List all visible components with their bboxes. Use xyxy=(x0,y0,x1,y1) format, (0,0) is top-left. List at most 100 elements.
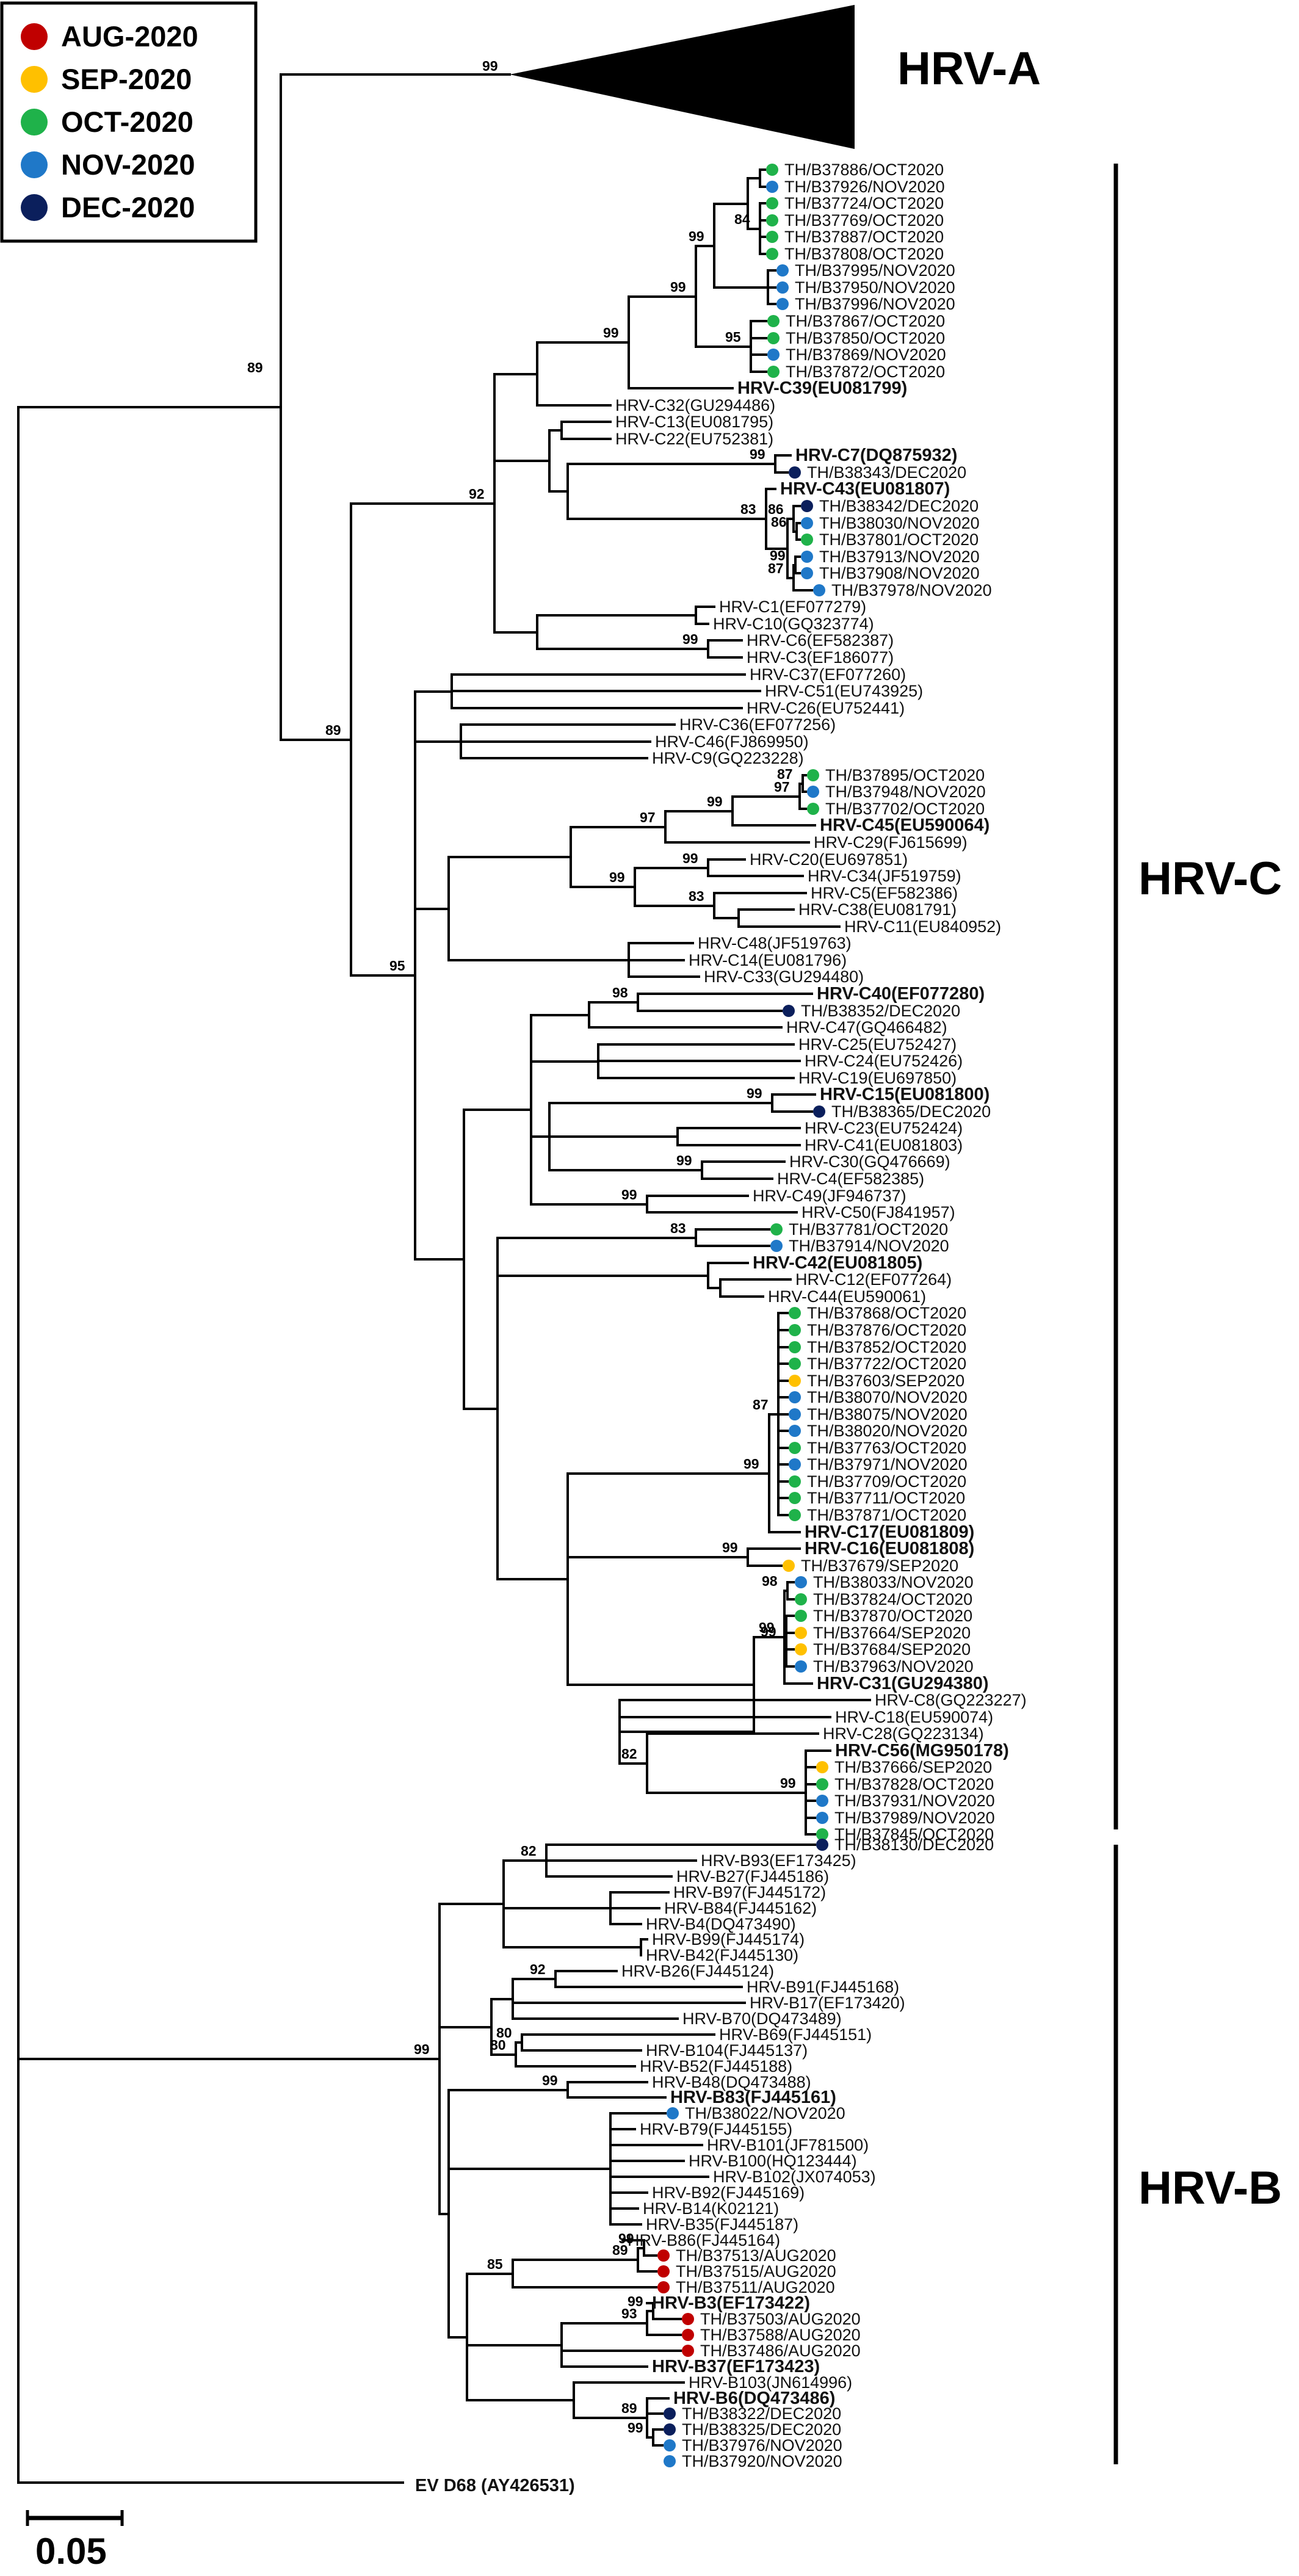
reference-tip-label: HRV-B104(FJ445137) xyxy=(646,2041,808,2060)
reference-tip-label: HRV-C32(GU294486) xyxy=(615,396,775,414)
reference-tip-label: HRV-B6(DQ473486) xyxy=(673,2389,835,2408)
reference-tip-label: HRV-C56(MG950178) xyxy=(835,1741,1009,1760)
sample-month-marker xyxy=(789,1375,801,1387)
bootstrap-value: 97 xyxy=(640,809,656,825)
reference-tip-label: HRV-B69(FJ445151) xyxy=(719,2025,872,2044)
bootstrap-value: 98 xyxy=(762,1573,778,1589)
tip-labels: TH/B37886/OCT2020TH/B37926/NOV2020TH/B37… xyxy=(615,161,1027,2470)
sample-tip-label: TH/B38075/NOV2020 xyxy=(807,1405,968,1424)
sample-month-marker xyxy=(816,1828,828,1840)
legend-marker-dec-2020 xyxy=(21,194,48,221)
sample-month-marker xyxy=(766,197,778,209)
reference-tip-label: HRV-C48(JF519763) xyxy=(698,934,852,952)
reference-tip-label: HRV-C49(JF946737) xyxy=(753,1187,906,1205)
sample-month-marker xyxy=(766,248,778,260)
sample-month-marker xyxy=(789,466,801,479)
sample-month-marker xyxy=(667,2107,679,2119)
sample-tip-label: TH/B38070/NOV2020 xyxy=(807,1388,968,1406)
bootstrap-value: 86 xyxy=(768,501,784,517)
sample-tip-label: TH/B37872/OCT2020 xyxy=(786,363,945,381)
sample-month-marker xyxy=(789,1358,801,1370)
sample-month-marker xyxy=(767,366,780,378)
reference-tip-label: HRV-B42(FJ445130) xyxy=(646,1946,798,1964)
reference-tip-label: HRV-C24(EU752426) xyxy=(805,1052,963,1070)
sample-tip-label: TH/B37852/OCT2020 xyxy=(807,1338,966,1356)
reference-tip-label: HRV-B3(EF173422) xyxy=(652,2293,810,2313)
sample-month-marker xyxy=(767,332,780,344)
reference-tip-label: HRV-C10(GQ323774) xyxy=(713,615,874,633)
reference-tip-label: HRV-C20(EU697851) xyxy=(750,850,908,869)
reference-tip-label: HRV-C11(EU840952) xyxy=(844,917,1001,936)
sample-tip-label: TH/B37603/SEP2020 xyxy=(807,1372,964,1390)
sample-tip-label: TH/B37871/OCT2020 xyxy=(807,1506,966,1524)
legend-label-dec-2020: DEC-2020 xyxy=(61,191,195,223)
bootstrap-value: 87 xyxy=(753,1397,769,1413)
bootstrap-value: 97 xyxy=(774,779,790,795)
sample-tip-label: TH/B37867/OCT2020 xyxy=(786,312,945,330)
legend-label-oct-2020: OCT-2020 xyxy=(61,106,194,138)
sample-month-marker xyxy=(783,1560,795,1572)
reference-tip-label: HRV-C26(EU752441) xyxy=(747,699,905,717)
sample-tip-label: TH/B37722/OCT2020 xyxy=(807,1355,966,1373)
reference-tip-label: HRV-C17(EU081809) xyxy=(805,1522,974,1542)
sample-tip-label: TH/B37869/NOV2020 xyxy=(786,346,946,364)
sample-tip-label: TH/B38020/NOV2020 xyxy=(807,1422,968,1440)
sample-month-marker xyxy=(807,769,819,781)
sample-month-marker xyxy=(789,1341,801,1353)
bootstrap-value: 99 xyxy=(621,1187,637,1203)
bootstrap-value: 99 xyxy=(780,1775,796,1791)
bootstrap-value: 99 xyxy=(682,850,698,866)
bootstrap-value: 99 xyxy=(603,325,619,341)
sample-tip-label: TH/B37824/OCT2020 xyxy=(813,1590,972,1608)
sample-month-marker xyxy=(813,584,825,596)
sample-tip-label: TH/B37486/AUG2020 xyxy=(700,2342,861,2360)
reference-tip-label: HRV-C16(EU081808) xyxy=(805,1539,974,1558)
sample-tip-label: TH/B37664/SEP2020 xyxy=(813,1624,971,1642)
reference-tip-label: HRV-C8(GQ223227) xyxy=(875,1691,1027,1709)
clade-label-hrv-c: HRV-C xyxy=(1138,853,1282,905)
reference-tip-label: HRV-C5(EF582386) xyxy=(811,884,958,902)
reference-tip-label: HRV-C12(EF077264) xyxy=(795,1270,952,1289)
bootstrap-value: 92 xyxy=(530,1961,546,1977)
bootstrap-value: 99 xyxy=(750,446,765,462)
sample-tip-label: TH/B37995/NOV2020 xyxy=(795,261,955,280)
sample-tip-label: TH/B37709/OCT2020 xyxy=(807,1472,966,1491)
bootstrap-value: 99 xyxy=(628,2420,643,2436)
reference-tip-label: HRV-C43(EU081807) xyxy=(780,479,950,499)
sample-tip-label: TH/B37513/AUG2020 xyxy=(676,2246,836,2265)
reference-tip-label: HRV-B83(FJ445161) xyxy=(670,2088,836,2107)
sample-tip-label: TH/B37702/OCT2020 xyxy=(825,800,985,818)
sample-month-marker xyxy=(807,803,819,815)
bootstrap-value: 99 xyxy=(609,869,625,885)
bootstrap-value: 99 xyxy=(676,1152,692,1168)
reference-tip-label: HRV-C31(GU294380) xyxy=(817,1674,989,1693)
sample-tip-label: TH/B37895/OCT2020 xyxy=(825,766,985,784)
sample-month-marker xyxy=(789,1492,801,1504)
sample-tip-label: TH/B37666/SEP2020 xyxy=(834,1758,992,1776)
sample-month-marker xyxy=(783,1005,795,1017)
legend-label-aug-2020: AUG-2020 xyxy=(61,20,198,52)
sample-tip-label: TH/B37913/NOV2020 xyxy=(819,548,980,566)
sample-month-marker xyxy=(789,1391,801,1403)
bootstrap-value: 85 xyxy=(487,2256,503,2272)
sample-tip-label: TH/B37887/OCT2020 xyxy=(784,228,944,246)
bootstrap-value: 98 xyxy=(612,985,628,1000)
bootstrap-value: 84 xyxy=(734,211,750,227)
legend-marker-nov-2020 xyxy=(21,151,48,178)
sample-month-marker xyxy=(776,264,789,277)
reference-tip-label: HRV-C45(EU590064) xyxy=(820,816,990,835)
reference-tip-label: HRV-C37(EF077260) xyxy=(750,665,906,684)
reference-tip-label: HRV-C29(FJ615699) xyxy=(814,833,968,852)
sample-month-marker xyxy=(766,181,778,193)
sample-month-marker xyxy=(770,1240,783,1252)
sample-month-marker xyxy=(657,2281,670,2293)
bootstrap-value: 86 xyxy=(771,514,787,530)
sample-month-marker xyxy=(657,2265,670,2278)
reference-tip-label: HRV-C7(DQ875932) xyxy=(795,446,957,465)
sample-tip-label: TH/B37769/OCT2020 xyxy=(784,211,944,230)
sample-month-marker xyxy=(682,2313,694,2325)
scale-bar-label: 0.05 xyxy=(35,2531,107,2572)
reference-tip-label: HRV-B100(HQ123444) xyxy=(689,2152,857,2170)
